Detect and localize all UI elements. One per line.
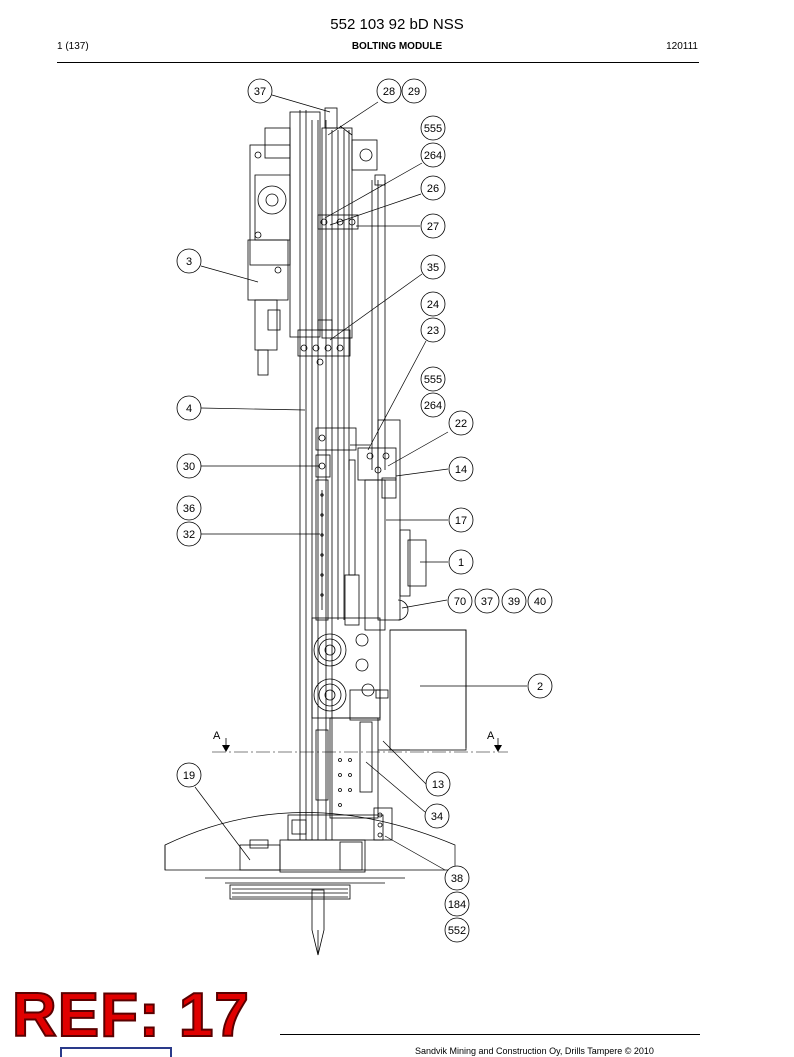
section-marker-right: A — [487, 730, 495, 742]
svg-text:552: 552 — [448, 925, 466, 937]
section-line-a-a: A A — [212, 730, 508, 753]
svg-text:4: 4 — [186, 403, 192, 415]
callout-39: 39 — [501, 588, 527, 614]
svg-text:70: 70 — [454, 596, 466, 608]
callout-22: 22 — [448, 410, 474, 436]
svg-text:35: 35 — [427, 262, 439, 274]
callout-3: 3 — [176, 248, 202, 274]
callout-555-top: 555 — [420, 115, 446, 141]
callout-17: 17 — [448, 507, 474, 533]
svg-text:3: 3 — [186, 256, 192, 268]
callout-27: 27 — [420, 213, 446, 239]
callout-14: 14 — [448, 456, 474, 482]
callout-184: 184 — [444, 891, 470, 917]
svg-text:264: 264 — [424, 400, 442, 412]
date-code: 120111 — [666, 41, 698, 52]
document-title: 552 103 92 bD NSS — [330, 16, 464, 33]
svg-text:36: 36 — [183, 503, 195, 515]
svg-text:34: 34 — [431, 811, 443, 823]
callout-26: 26 — [420, 175, 446, 201]
callout-555-mid: 555 — [420, 366, 446, 392]
svg-text:28: 28 — [383, 86, 395, 98]
callout-19: 19 — [176, 762, 202, 788]
callout-552: 552 — [444, 917, 470, 943]
callout-40: 40 — [527, 588, 553, 614]
svg-text:23: 23 — [427, 325, 439, 337]
callout-4: 4 — [176, 395, 202, 421]
callouts: 37 28 29 555 264 26 27 3 — [176, 78, 553, 943]
svg-text:38: 38 — [451, 873, 463, 885]
ref-watermark: REF: 17 — [11, 981, 250, 1050]
callout-28: 28 — [376, 78, 402, 104]
svg-text:184: 184 — [448, 899, 466, 911]
svg-text:13: 13 — [432, 779, 444, 791]
section-marker-left: A — [213, 730, 221, 742]
svg-text:37: 37 — [481, 596, 493, 608]
svg-text:2: 2 — [537, 681, 543, 693]
svg-text:1: 1 — [458, 557, 464, 569]
svg-text:14: 14 — [455, 464, 467, 476]
drawing-linework — [164, 107, 467, 956]
callout-29: 29 — [401, 78, 427, 104]
callout-23: 23 — [420, 317, 446, 343]
svg-text:29: 29 — [408, 86, 420, 98]
callout-34: 34 — [424, 803, 450, 829]
svg-text:39: 39 — [508, 596, 520, 608]
svg-text:17: 17 — [455, 515, 467, 527]
callout-38: 38 — [444, 865, 470, 891]
svg-text:555: 555 — [424, 374, 442, 386]
svg-text:22: 22 — [455, 418, 467, 430]
svg-text:32: 32 — [183, 529, 195, 541]
header-rule — [57, 62, 699, 63]
footer-copyright: Sandvik Mining and Construction Oy, Dril… — [415, 1046, 654, 1056]
module-title: BOLTING MODULE — [351, 41, 443, 52]
svg-text:30: 30 — [183, 461, 195, 473]
svg-text:24: 24 — [427, 299, 439, 311]
page-number: 1 (137) — [57, 41, 89, 52]
svg-text:264: 264 — [424, 150, 442, 162]
svg-text:27: 27 — [427, 221, 439, 233]
svg-text:555: 555 — [424, 123, 442, 135]
callout-24: 24 — [420, 291, 446, 317]
leader-lines — [194, 94, 527, 871]
footer-rule — [280, 1034, 700, 1035]
svg-text:26: 26 — [427, 183, 439, 195]
callout-36: 36 — [176, 495, 202, 521]
callout-13: 13 — [425, 771, 451, 797]
callout-2: 2 — [527, 673, 553, 699]
svg-text:37: 37 — [254, 86, 266, 98]
callout-37: 37 — [247, 78, 273, 104]
svg-text:19: 19 — [183, 770, 195, 782]
callout-32: 32 — [176, 521, 202, 547]
callout-30: 30 — [176, 453, 202, 479]
sandvik-logo — [60, 1047, 172, 1057]
callout-264-mid: 264 — [420, 392, 446, 418]
callout-70: 70 — [447, 588, 473, 614]
callout-37-lower: 37 — [474, 588, 500, 614]
callout-1: 1 — [448, 549, 474, 575]
callout-35: 35 — [420, 254, 446, 280]
callout-264-top: 264 — [420, 142, 446, 168]
svg-text:40: 40 — [534, 596, 546, 608]
